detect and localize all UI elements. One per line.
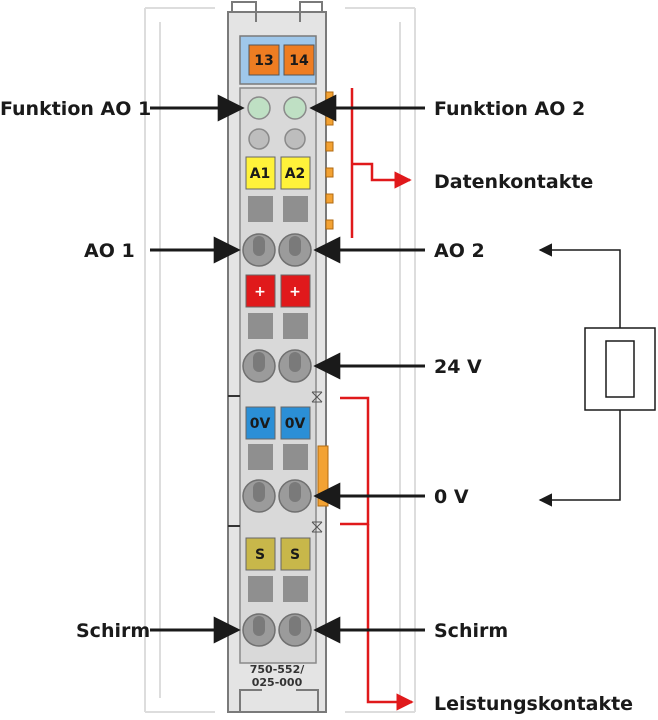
top-latch: [231, 1, 323, 22]
label-24v: 24 V: [434, 356, 482, 378]
label-datenkontakte: Datenkontakte: [434, 171, 593, 193]
pointer-arrows: [150, 94, 425, 644]
terminal-ao2-slot: [289, 236, 301, 256]
terminal-schirm-2-slot: [289, 616, 301, 636]
tag-13-bg: [248, 44, 280, 76]
led-blank-2: [284, 128, 306, 150]
tag-s1-bg: [245, 537, 276, 571]
tag-14: 14: [289, 53, 309, 69]
label-schirm-left: Schirm: [76, 620, 150, 642]
tag-a2: A2: [285, 166, 306, 182]
tag-a1-bg: [245, 156, 276, 190]
release-slot[interactable]: [248, 196, 273, 222]
tag-a1: A1: [250, 166, 271, 182]
load-circuit: [538, 243, 656, 507]
tag-zero1: 0V: [250, 416, 271, 432]
jumper-marker: [311, 521, 323, 533]
tag-14-bg: [283, 44, 315, 76]
load-resistor: [605, 340, 635, 398]
leistungskontakte-bracket: [340, 396, 414, 711]
label-funktion-ao2: Funktion AO 2: [434, 98, 585, 120]
tag-zero2-bg: [280, 406, 311, 440]
part-number-line1: 750-552/: [250, 663, 305, 676]
terminal-24v-1-slot: [253, 352, 265, 372]
release-slot[interactable]: [283, 313, 308, 339]
release-slot[interactable]: [248, 576, 273, 602]
tag-plus2: +: [289, 284, 301, 300]
tag-zero2: 0V: [285, 416, 306, 432]
release-slot[interactable]: [283, 444, 308, 470]
tag-plus2-bg: [280, 274, 311, 308]
terminal-0v-1-slot: [253, 482, 265, 502]
release-slot[interactable]: [283, 576, 308, 602]
terminal-schirm-1-slot: [253, 616, 265, 636]
tag-plus1: +: [254, 284, 266, 300]
label-0v: 0 V: [434, 486, 469, 508]
data-contacts: [325, 91, 334, 230]
bottom-latch: [239, 689, 319, 712]
label-ao1: AO 1: [84, 240, 135, 262]
tag-s2-bg: [280, 537, 311, 571]
release-slot[interactable]: [248, 313, 273, 339]
release-slot[interactable]: [248, 444, 273, 470]
tag-zero1-bg: [245, 406, 276, 440]
part-number-line2: 025-000: [252, 676, 303, 689]
datenkontakte-bracket: [350, 88, 412, 238]
label-funktion-ao1: Funktion AO 1: [0, 98, 151, 120]
release-slot[interactable]: [283, 196, 308, 222]
tag-s2: S: [290, 547, 300, 563]
terminal-0v-2-slot: [289, 482, 301, 502]
tag-a2-bg: [280, 156, 311, 190]
tag-s1: S: [255, 547, 265, 563]
din-rail: [144, 7, 416, 713]
led-blank-1: [248, 128, 270, 150]
terminal-24v-2-slot: [289, 352, 301, 372]
tag-13: 13: [254, 53, 273, 69]
jumper-marker: [311, 391, 323, 403]
label-ao2: AO 2: [434, 240, 485, 262]
terminal-ao1-slot: [253, 236, 265, 256]
label-schirm-right: Schirm: [434, 620, 508, 642]
tag-plus1-bg: [245, 274, 276, 308]
led-ao1: [247, 96, 271, 120]
io-module: 13 14 A1 A2 + +: [227, 1, 334, 713]
label-leistungskontakte: Leistungskontakte: [434, 693, 633, 715]
led-ao2: [283, 96, 307, 120]
